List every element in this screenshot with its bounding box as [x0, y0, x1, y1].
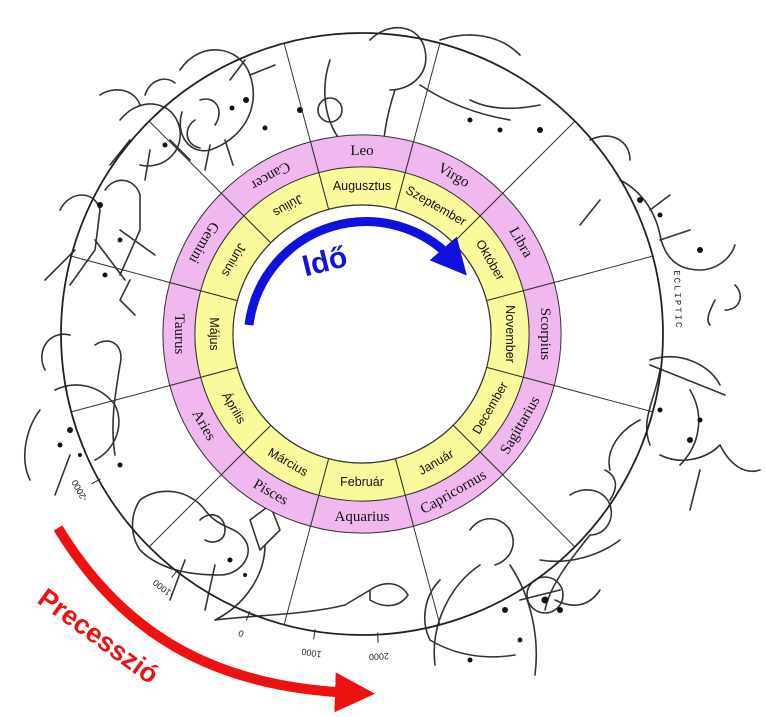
year-tick — [171, 569, 179, 578]
year-tick-label: 1000 — [301, 647, 322, 660]
sector-line — [71, 385, 170, 413]
precession-label: Precesszió — [32, 583, 164, 690]
ecliptic-circle — [60, 32, 664, 636]
zodiac-label: Scorpius — [537, 308, 553, 361]
cancer-figure — [99, 78, 191, 181]
sector-line — [413, 43, 441, 142]
capricornus-figure — [526, 469, 621, 614]
year-tick-label: -1000 — [151, 577, 175, 599]
ecliptic-label: ECLIPTIC — [671, 270, 683, 330]
gemini-figure — [44, 179, 156, 316]
pisces-figure — [214, 504, 409, 621]
sector-line — [71, 255, 170, 283]
sector-line — [502, 120, 576, 194]
zodiac-label: Leo — [350, 143, 373, 159]
aries-figure — [131, 490, 249, 611]
inner-circle — [232, 204, 492, 464]
sagittarius-figure — [608, 356, 761, 511]
constellation-illustrations — [24, 26, 761, 676]
month-label: Augusztus — [333, 179, 391, 193]
year-tick — [313, 629, 316, 640]
virgo-figure — [317, 26, 541, 181]
sector-line — [283, 43, 311, 142]
year-tick-label: -2000 — [70, 478, 90, 503]
zodiac-label: Taurus — [171, 314, 187, 355]
aquarius-figure — [424, 517, 561, 676]
year-tick-label: 0 — [237, 628, 245, 639]
month-ring — [194, 166, 530, 502]
sector-line — [413, 526, 441, 625]
leo-figure — [179, 49, 276, 171]
sector-lines — [71, 43, 653, 625]
year-tick — [245, 611, 251, 621]
month-label: Február — [340, 475, 384, 489]
time-arrow — [244, 217, 467, 326]
zodiac-label: Aquarius — [335, 509, 390, 525]
year-tick — [377, 632, 379, 643]
year-tick-label: 2000 — [369, 651, 390, 662]
precession-arrow — [53, 525, 375, 713]
month-label: November — [503, 305, 517, 363]
sector-line — [148, 474, 222, 548]
sector-line — [502, 474, 576, 548]
year-tick — [91, 478, 101, 485]
sector-line — [554, 255, 653, 283]
sector-line — [283, 526, 311, 625]
taurus-figure — [24, 333, 122, 496]
scorpius-figure — [579, 135, 741, 326]
sector-line — [554, 385, 653, 413]
sector-line — [148, 120, 222, 194]
month-label: Május — [207, 317, 221, 350]
